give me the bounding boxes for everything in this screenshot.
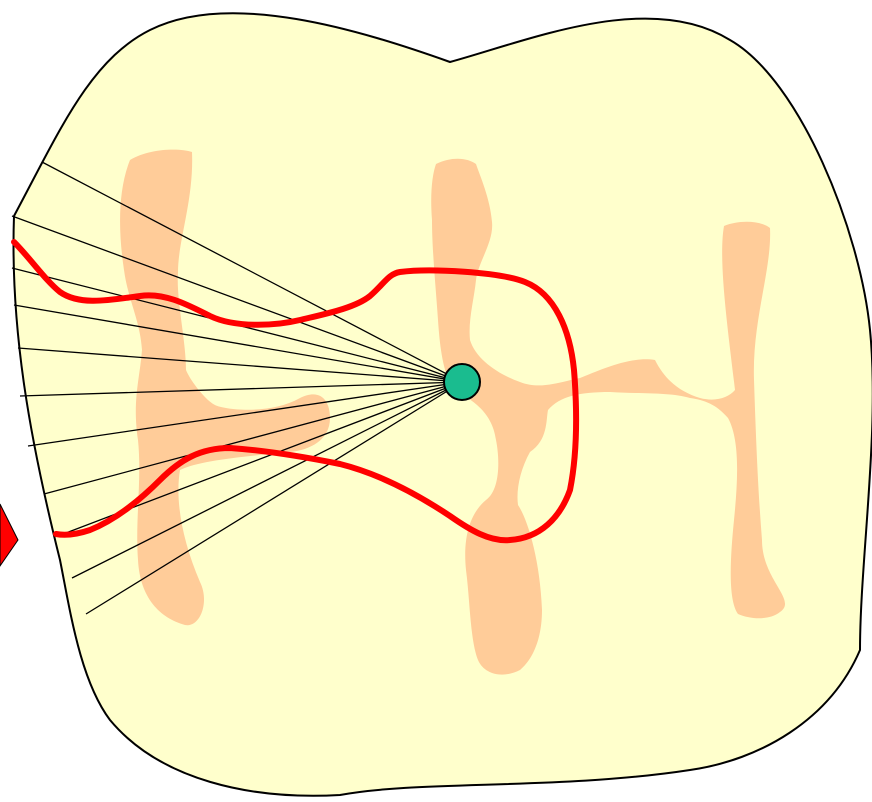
channel-middle [431, 158, 786, 675]
ray-line [11, 215, 463, 383]
channel-group [120, 149, 786, 675]
ray-line [41, 161, 463, 383]
ray-line [71, 381, 463, 579]
ray-line [13, 304, 463, 383]
outer-region [12, 12, 872, 797]
ray-fan [11, 161, 463, 615]
ray-line [85, 381, 463, 615]
source-node-icon [443, 363, 481, 401]
ray-line [17, 347, 463, 383]
path-upper [11, 239, 580, 544]
ray-line [43, 381, 463, 495]
channel-left [120, 149, 331, 626]
ray-line [27, 381, 463, 447]
diamond-arrow-icon [0, 503, 19, 567]
ray-line [19, 381, 463, 397]
